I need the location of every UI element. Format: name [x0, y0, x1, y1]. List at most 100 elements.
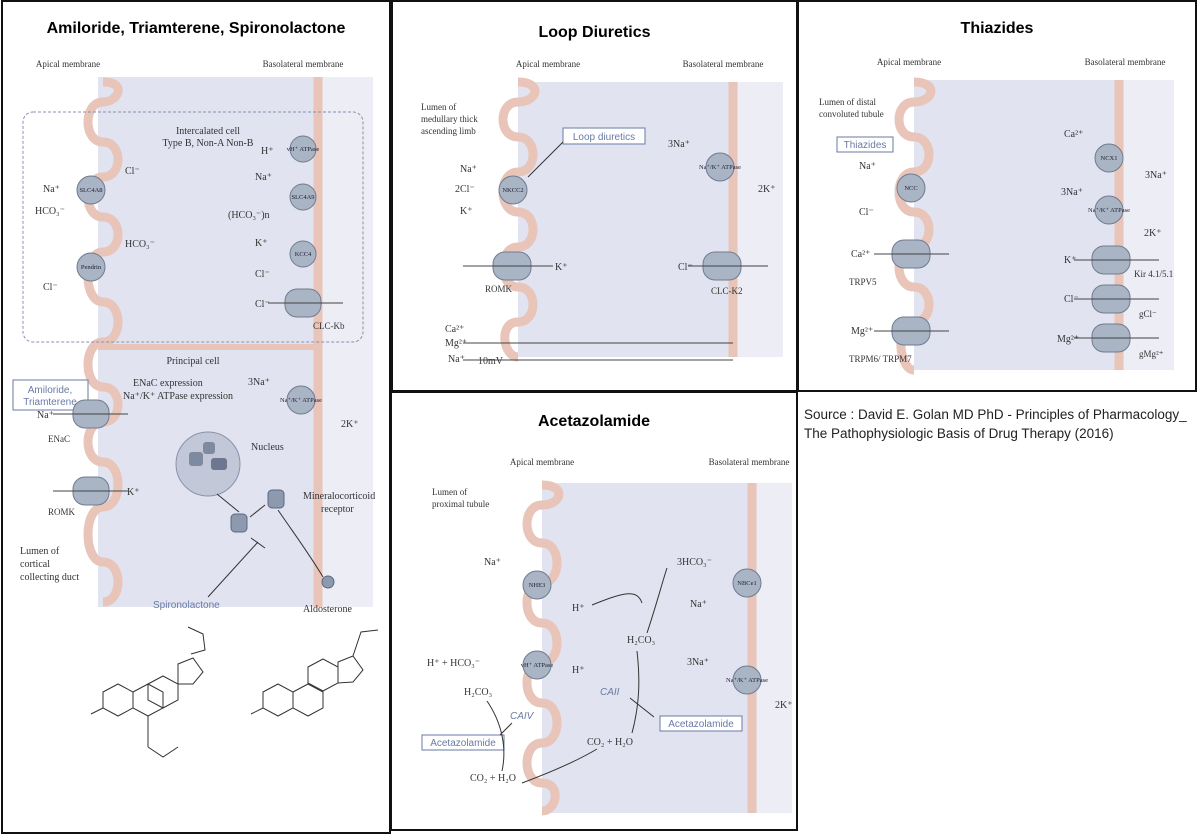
transporter-kcc4: [289, 240, 317, 268]
diagram-label: Amiloride,: [28, 385, 72, 396]
diagram-label: HCO₃⁻: [125, 239, 155, 250]
diagram-label: Na⁺/K⁺ ATPase: [1088, 207, 1130, 214]
apical-membrane: [498, 77, 540, 362]
intercalated-sublabel: Type B, Non-A Non-B: [163, 138, 254, 149]
diagram-label: vH⁺ ATPase: [287, 146, 320, 153]
diagram-label: 10mV: [478, 356, 504, 367]
drug-box-acetazolamide-basolateral: [659, 715, 743, 732]
diagram-label: NHE3: [529, 582, 546, 589]
panel-acetazolamide: Acetazolamide Apical membrane Basolatera…: [390, 391, 798, 831]
transporter-nkcc2: [498, 175, 528, 205]
diagram-label: CAII: [600, 687, 620, 698]
diagram-label: 2K⁺: [1144, 228, 1162, 239]
diagram-label: 2K⁺: [775, 700, 793, 711]
diagram-label: H⁺: [261, 146, 274, 157]
source-citation: Source : David E. Golan MD PhD - Princip…: [804, 407, 1187, 441]
diagram-label: NCC: [904, 185, 917, 192]
diagram-label: NKCC2: [502, 187, 523, 194]
diagram-label: Ca²⁺: [445, 324, 464, 335]
diagram-label: gMg²⁺: [1139, 349, 1164, 359]
diagram-label: CAIV: [510, 711, 535, 722]
diagram-label: ROMK: [485, 284, 513, 294]
diagram-label: Na⁺: [460, 164, 477, 175]
diagram-label: Na⁺: [690, 599, 707, 610]
nucleus: [175, 431, 241, 497]
diagram-label: CLC-K2: [711, 286, 743, 296]
diagram-label: 3Na⁺: [668, 139, 690, 150]
diagram-label: (HCO₃⁻)n: [228, 210, 270, 221]
diagram-label: Lumen of: [421, 102, 456, 112]
diagram-label: K⁺: [1064, 255, 1077, 266]
cell-body: [914, 80, 1119, 370]
transporter-ncx1: [1094, 143, 1124, 173]
transporter-nbce1: [732, 568, 762, 598]
diagram-label: NBCe1: [737, 580, 757, 587]
diagram-label: collecting duct: [20, 572, 79, 583]
diagram-label: 3Na⁺: [687, 657, 709, 668]
diagram-label: 2K⁺: [341, 419, 359, 430]
cell-body: [542, 483, 752, 813]
diagram-label: Basolateral membrane: [709, 457, 790, 467]
transporter-na-k-atpase: [732, 665, 762, 695]
receptor-complex: [230, 513, 248, 533]
diagram-label: Basolateral membrane: [683, 59, 764, 69]
diagram-label: Cl⁻: [125, 166, 140, 177]
acetazolamide-diagram: Apical membrane Basolateral membrane Lum…: [421, 457, 793, 816]
diagram-label: Cl⁻: [1064, 294, 1079, 305]
diagram-label: Na⁺: [448, 354, 465, 365]
diagram-label: SLC4A8: [79, 187, 102, 194]
thiazides-diagram: Apical membrane Basolateral membrane Lum…: [819, 57, 1174, 375]
diagram-label: TRPM6/ TRPM7: [849, 354, 912, 364]
diagram-label: 2K⁺: [758, 184, 776, 195]
diagram-label: proximal tubule: [432, 499, 489, 509]
transporter-vh-atpase: [289, 135, 317, 163]
diagram-label: Cl⁻: [255, 299, 270, 310]
basolateral-interstitium: [733, 82, 783, 357]
diagram-label: ENaC: [48, 434, 70, 444]
panel-title: Amiloride, Triamterene, Spironolactone: [46, 20, 346, 37]
diagram-label: Cl⁻: [678, 262, 693, 273]
diagram-label: Apical membrane: [510, 457, 574, 467]
diagram-label: Mg²⁺: [445, 338, 467, 349]
diagram-label: Lumen of: [432, 487, 467, 497]
diagram-label: gCl⁻: [1139, 309, 1157, 319]
diagram-label: Na⁺: [255, 172, 272, 183]
apical-label: Apical membrane: [36, 59, 100, 69]
transporter-pendrin: [76, 252, 106, 282]
diagram-label: CLC-Kb: [313, 321, 345, 331]
diagram-label: Na⁺: [37, 410, 54, 421]
diagram-label: 3HCO₃⁻: [677, 557, 712, 568]
diagram-label: Triamterene: [23, 397, 77, 408]
diagram-label: Na⁺: [43, 184, 60, 195]
diagram-label: K⁺: [460, 206, 473, 217]
intercalated-label: Intercalated cell: [176, 126, 240, 137]
aldosterone-molecule: [321, 575, 335, 589]
diagram-label: Spironolactone: [153, 600, 220, 611]
diagram-label: Lumen of distal: [819, 97, 876, 107]
diagram-label: Mg²⁺: [1057, 334, 1079, 345]
apical-membrane: [522, 480, 564, 816]
cell-body: [518, 82, 733, 357]
diagram-label: H⁺: [572, 603, 585, 614]
diagram-label: Na⁺/K⁺ ATPase: [699, 164, 741, 171]
basolateral-interstitium: [752, 483, 792, 813]
diagram-label: NCX1: [1101, 155, 1118, 162]
diagram-label: TRPV5: [849, 277, 877, 287]
diagram-label: Na⁺: [484, 557, 501, 568]
diagram-label: Loop diuretics: [573, 132, 635, 143]
diagram-label: ROMK: [48, 507, 76, 517]
panel-amiloride: Amiloride, Triamterene, Spironolactone A…: [1, 0, 391, 834]
diagram-label: Kir 4.1/5.1: [1134, 269, 1173, 279]
diagram-label: Na⁺: [859, 161, 876, 172]
drug-box-thiazides: [836, 136, 894, 153]
spironolactone-structure: [90, 626, 206, 758]
diagram-label: K⁺: [127, 487, 140, 498]
diagram-label: Na⁺/K⁺ ATPase: [726, 677, 768, 684]
diagram-label: H⁺: [572, 665, 585, 676]
diagram-label: K⁺: [255, 238, 268, 249]
basolateral-interstitium: [1119, 80, 1174, 370]
diagram-label: Acetazolamide: [430, 738, 496, 749]
panel-title: Loop Diuretics: [538, 24, 651, 41]
diagram-label: H₂CO₃: [464, 687, 492, 698]
amiloride-diagram: Apical membrane Basolateral membrane Int…: [12, 59, 379, 758]
